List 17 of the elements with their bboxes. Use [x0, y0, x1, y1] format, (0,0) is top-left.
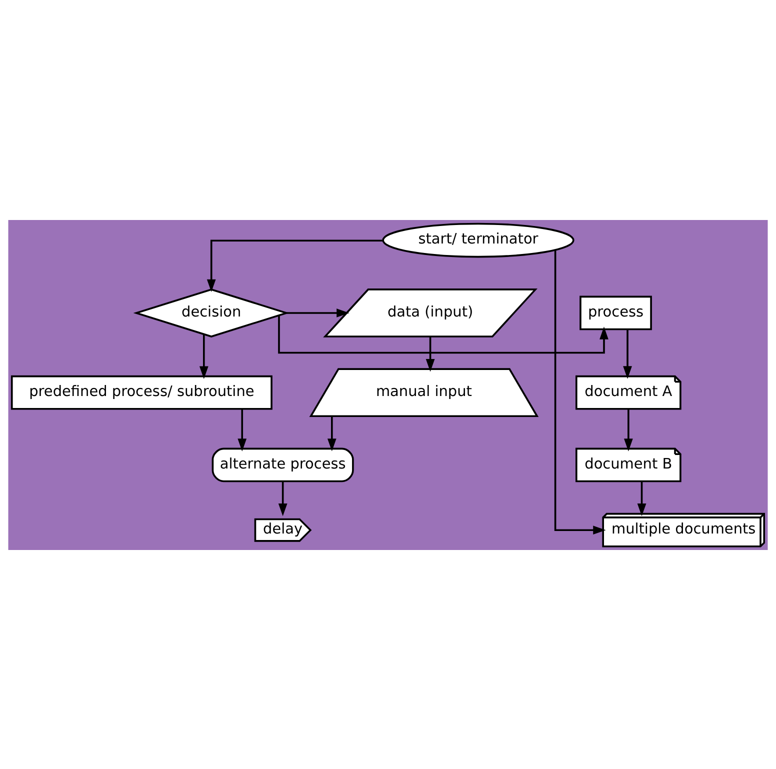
arrow	[199, 334, 208, 378]
node-box: predefined process/ subroutine	[10, 374, 272, 410]
node-ellipse: start/ terminator	[382, 222, 574, 258]
arrow	[278, 314, 608, 354]
arrow	[286, 308, 350, 317]
arrow	[327, 416, 336, 451]
arrow	[637, 480, 646, 516]
arrow	[554, 250, 606, 534]
node-box: alternate process	[212, 447, 354, 482]
arrow	[624, 408, 633, 451]
node-diamond: decision	[133, 288, 290, 337]
arrow	[426, 336, 435, 372]
arrow	[278, 480, 288, 516]
arrow	[623, 328, 632, 378]
arrow	[206, 239, 383, 292]
arrow	[238, 408, 247, 451]
node-box: process	[580, 295, 652, 330]
